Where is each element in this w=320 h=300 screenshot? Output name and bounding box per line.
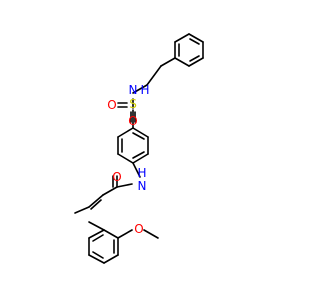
alkene-bond <box>74 194 104 214</box>
atom-h-sulfonamide: H <box>140 83 149 97</box>
atom-o-methoxy: O <box>134 222 143 236</box>
atom-s-sulfonyl: S <box>129 97 137 111</box>
molecule-structure: O N H S O O N H O <box>74 33 204 264</box>
atom-n-amide: N <box>138 179 147 193</box>
sulfonyl-group <box>117 98 136 129</box>
atom-labels: O N H S O O N H O <box>107 83 149 236</box>
atom-o-carbonyl: O <box>112 170 121 184</box>
molecule-diagram: O N H S O O N H O <box>74 33 204 264</box>
atom-h-amide: H <box>137 166 146 180</box>
atom-n-sulfonamide: N <box>129 83 138 97</box>
methoxy-group <box>117 229 159 239</box>
atom-o-sulfonyl-bottom: O <box>128 114 137 128</box>
ethyl-chain <box>132 57 176 94</box>
phenyl-ring <box>174 33 204 67</box>
amide-group <box>102 162 141 196</box>
atom-o-sulfonyl-left: O <box>107 98 116 112</box>
benzene-ring-center <box>117 127 149 164</box>
methoxyphenyl-ring <box>88 221 119 264</box>
